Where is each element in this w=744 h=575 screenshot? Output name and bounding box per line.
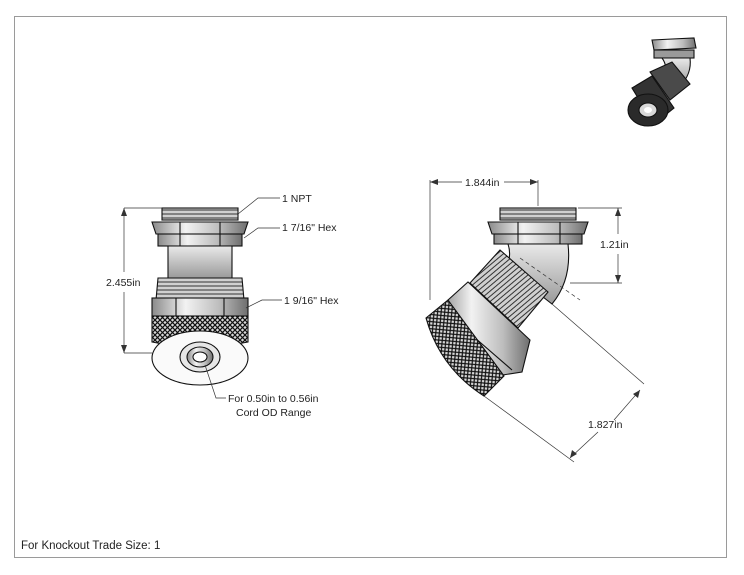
top-thread — [161, 207, 239, 221]
side-body-thread — [469, 249, 549, 329]
large-hex-callout: 1 9/16" Hex — [284, 295, 339, 307]
side-top-thread — [499, 207, 577, 221]
knockout-trade-size-note: For Knockout Trade Size: 1 — [21, 540, 161, 552]
drawing-sheet-border — [14, 16, 727, 558]
width-dimension: 1.844in — [465, 177, 500, 189]
front-view: 2.455in 1 NPT 1 7/16" Hex 1 9/16" Hex Fo… — [106, 193, 339, 419]
large-hex-nut — [151, 297, 249, 317]
side-knurled-cap — [425, 299, 505, 397]
side-small-hex — [487, 221, 589, 235]
cord-range-callout-line1: For 0.50in to 0.56in — [228, 393, 319, 405]
npt-callout: 1 NPT — [282, 193, 312, 205]
isometric-thumbnail — [627, 37, 697, 127]
small-hex-nut — [151, 221, 249, 235]
small-hex-callout: 1 7/16" Hex — [282, 222, 337, 234]
side-view: 1.844in 1.21in 1.827in — [425, 177, 645, 463]
elbow-neck — [167, 245, 233, 279]
body-thread — [155, 277, 245, 301]
height-dimension: 1.21in — [600, 239, 629, 251]
diagonal-dimension: 1.827in — [588, 419, 623, 431]
cord-range-callout-line2: Cord OD Range — [236, 407, 311, 419]
overall-height-dimension: 2.455in — [106, 277, 141, 289]
